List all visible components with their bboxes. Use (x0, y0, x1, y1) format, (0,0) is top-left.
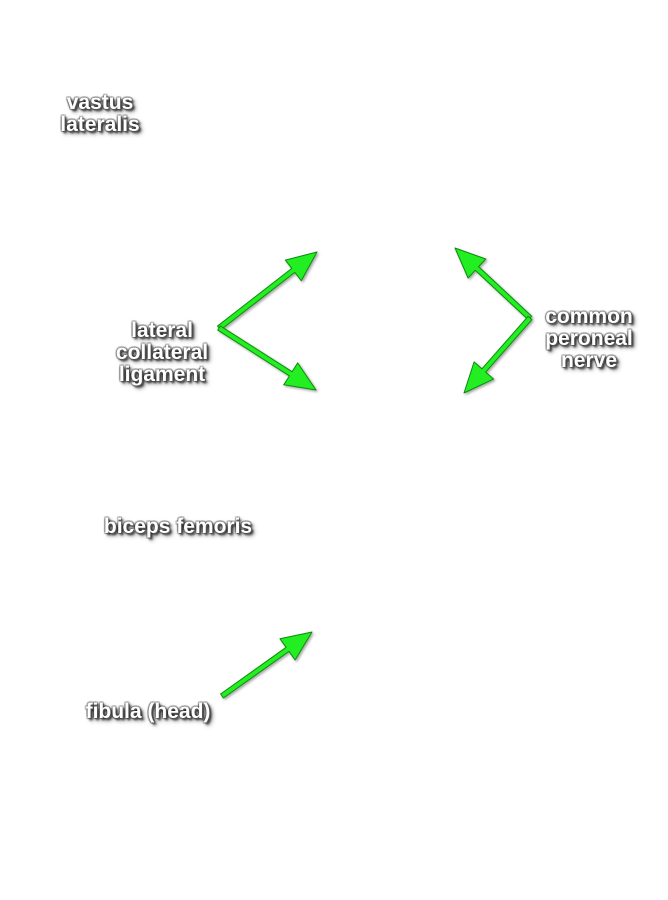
label-lcl-line-3: ligament (118, 363, 206, 386)
arrow-lcl-upper (217, 251, 318, 331)
arrow-fibula (220, 631, 313, 699)
label-vastus-line-2: lateralis (60, 113, 140, 136)
label-vastus-line-1: vastus (66, 91, 134, 114)
arrow-cpn-upper (454, 247, 533, 321)
label-cpn-line-3: nerve (560, 349, 618, 372)
label-lcl-line-1: lateral (131, 319, 193, 342)
label-vastus-lateralis: vastus lateralis (40, 92, 160, 136)
label-biceps-femoris: biceps femoris (103, 515, 253, 538)
label-lcl-line-2: collateral (115, 341, 209, 364)
label-fibula-head: fibula (head) (85, 700, 211, 723)
arrow-cpn-lower (463, 315, 533, 394)
label-common-peroneal-nerve: common peroneal nerve (530, 306, 648, 372)
label-cpn-line-2: peroneal (545, 327, 633, 350)
label-lateral-collateral-ligament: lateral collateral ligament (96, 320, 228, 386)
arrow-lcl-lower (217, 325, 317, 391)
label-cpn-line-1: common (545, 305, 633, 328)
